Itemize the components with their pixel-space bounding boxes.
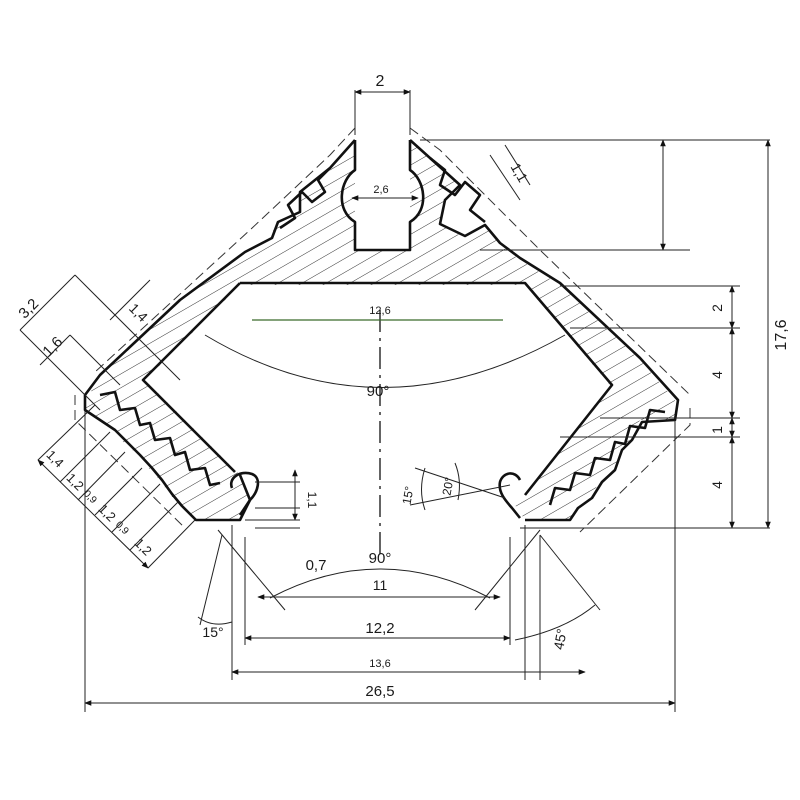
profile-body — [83, 139, 680, 522]
dim-right-1: 1 — [709, 426, 725, 434]
dim-width-total: 26,5 — [365, 683, 394, 700]
dim-right-4a: 4 — [709, 371, 725, 379]
dim-inner-width: 12,6 — [369, 305, 390, 317]
profile-outline — [83, 139, 680, 522]
dim-left-3-2: 3,2 — [15, 295, 42, 322]
center-lines — [252, 310, 503, 560]
dim-lip-1-1: 1,1 — [305, 492, 319, 509]
dim-angle-45: 45° — [550, 627, 569, 651]
dim-angle-15-right: 15° — [400, 485, 417, 506]
dim-stack-1-2b: 1,2 — [95, 501, 118, 524]
dim-opening-12-2: 12,2 — [365, 620, 394, 637]
dim-bottom-11: 11 — [373, 577, 388, 593]
dim-right-2: 2 — [709, 304, 725, 312]
keyhole-slot — [340, 140, 425, 252]
dim-angle-15-left: 15° — [202, 624, 223, 640]
left-grooves — [99, 390, 221, 487]
top-left-grooves — [279, 167, 331, 230]
dim-width-13-6: 13,6 — [369, 658, 390, 670]
dim-stack-0-9b: 0,9 — [113, 519, 131, 537]
dim-right-4b: 4 — [709, 481, 725, 489]
dim-height-total: 17,6 — [773, 319, 790, 350]
dim-angle-bottom: 90° — [369, 550, 392, 567]
dimension-lines — [19, 89, 771, 712]
dim-lip-0-7: 0,7 — [306, 557, 327, 574]
dim-angle-top: 90° — [367, 383, 390, 400]
dim-keyhole-diameter: 2,6 — [373, 184, 388, 196]
dim-angle-20: 20° — [440, 476, 457, 497]
inner-cavity-outline — [141, 281, 614, 496]
right-grooves — [548, 408, 666, 506]
right-lip — [498, 472, 522, 519]
top-right-grooves — [429, 156, 486, 224]
left-lip — [229, 471, 260, 516]
dim-stack-0-9a: 0,9 — [81, 488, 99, 506]
dim-left-1-4: 1,4 — [126, 300, 151, 325]
dim-top-slot-width: 2 — [376, 73, 385, 90]
dim-left-1-6: 1,6 — [39, 333, 66, 360]
dim-stack-1-2a: 1,2 — [63, 470, 86, 493]
